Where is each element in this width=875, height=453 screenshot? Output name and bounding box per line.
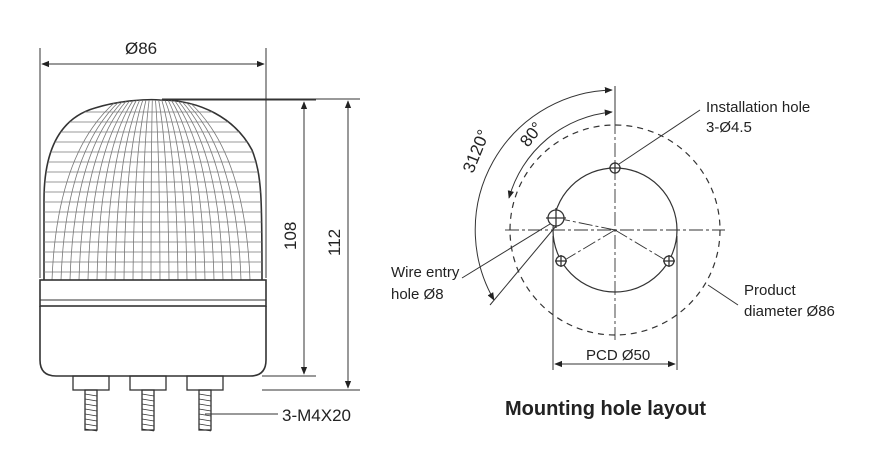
pcd-dimension: [552, 236, 678, 370]
installation-hole-label-line2: 3-Ø4.5: [706, 119, 752, 136]
angle-120-label: 3120°: [459, 127, 493, 175]
layout-caption: Mounting hole layout: [505, 398, 706, 420]
dome-lens: [43, 98, 263, 281]
pcd-label: PCD Ø50: [586, 347, 650, 364]
angle-80-arc: [507, 109, 613, 199]
wire-entry-label-line1: Wire entry: [391, 264, 460, 281]
height-108-label: 108: [281, 222, 300, 250]
product-diameter-label-line2: diameter Ø86: [744, 303, 835, 320]
side-view: 3-M4X20 Ø86 108 112: [39, 39, 360, 432]
installation-hole-leader: [618, 109, 701, 165]
angle-80-label: 80°: [516, 118, 547, 150]
bolt-label: 3-M4X20: [282, 406, 351, 425]
wire-entry-leader: [461, 223, 551, 279]
mounting-layout: 3120° 80° Installation hole 3-Ø4.5 Wire …: [391, 86, 835, 420]
installation-hole-label-line1: Installation hole: [706, 99, 810, 116]
height-112-label: 112: [325, 229, 344, 256]
product-diameter-leader: [707, 284, 739, 306]
mounting-bolts: [72, 375, 224, 432]
wire-entry-label-line2: hole Ø8: [391, 286, 444, 303]
installation-hole-left: [555, 255, 567, 267]
product-diameter-label-line1: Product: [744, 282, 797, 299]
diameter-dimension: [39, 48, 267, 278]
installation-hole-right: [663, 255, 675, 267]
base-collar: [39, 279, 267, 377]
height-extension-lines: [162, 98, 360, 391]
diameter-label: Ø86: [125, 39, 157, 58]
angle-120-arc: [474, 86, 613, 301]
center-lines: [505, 120, 725, 340]
